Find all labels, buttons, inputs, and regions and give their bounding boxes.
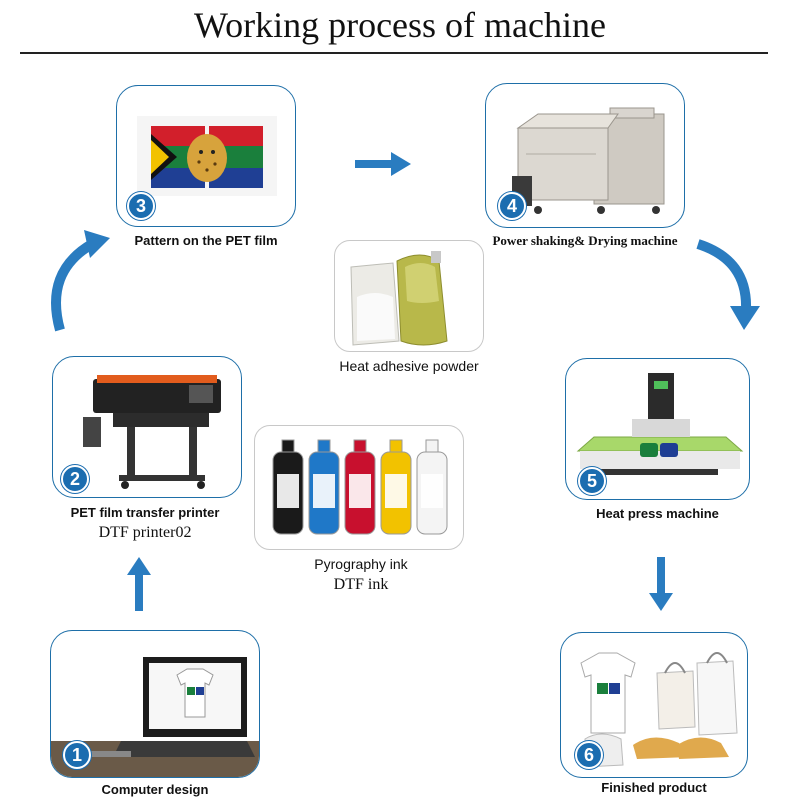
step-5-label: Heat press machine [596, 506, 719, 521]
arrow-curve-down-icon [696, 239, 760, 330]
powder-shaker-image [512, 107, 665, 214]
step-2-badge: 2 [61, 465, 89, 493]
step-4-label: Power shaking& Drying machine [492, 233, 678, 248]
step-2-label: PET film transfer printer [70, 505, 220, 520]
step-3-label: Pattern on the PET film [134, 233, 278, 248]
ink-card [254, 425, 464, 550]
step-5-badge: 5 [578, 467, 606, 495]
arrow-curve-up-icon [51, 230, 110, 332]
step-6-badge: 6 [575, 741, 603, 769]
adhesive-powder-image [350, 251, 448, 346]
ink-bottle [416, 439, 448, 535]
step-4-card: 4 [485, 83, 685, 228]
dtf-printer-image [83, 375, 221, 489]
computer-design-image [51, 657, 259, 777]
title-divider [20, 52, 768, 54]
step-3-badge: 3 [127, 192, 155, 220]
ink-bottles-image [272, 439, 448, 535]
ink-bottle [380, 439, 412, 535]
step-1-badge: 1 [63, 741, 91, 769]
step-2-sublabel: DTF printer02 [98, 524, 192, 541]
step-1-card: 1 [50, 630, 260, 778]
ink-sublabel: DTF ink [333, 576, 389, 593]
page-title: Working process of machine [194, 5, 606, 45]
arrow-down-icon [649, 557, 673, 611]
heat-press-image [576, 373, 744, 475]
finished-product-image [580, 652, 738, 768]
ink-bottle [344, 439, 376, 535]
arrow-up-icon [127, 557, 151, 611]
ink-label: Pyrography ink [314, 556, 408, 572]
step-4-badge: 4 [498, 192, 526, 220]
step-3-card: 3 [116, 85, 296, 227]
arrow-right-icon [355, 152, 411, 176]
ink-bottle [272, 439, 304, 535]
pet-film-pattern-image [137, 116, 277, 196]
powder-card [334, 240, 484, 352]
step-1-label: Computer design [101, 782, 209, 797]
step-2-card: 2 [52, 356, 242, 498]
step-5-card: 5 [565, 358, 750, 500]
powder-label: Heat adhesive powder [339, 358, 479, 374]
step-6-card: 6 [560, 632, 748, 778]
ink-bottle [308, 439, 340, 535]
step-6-label: Finished product [601, 780, 707, 795]
